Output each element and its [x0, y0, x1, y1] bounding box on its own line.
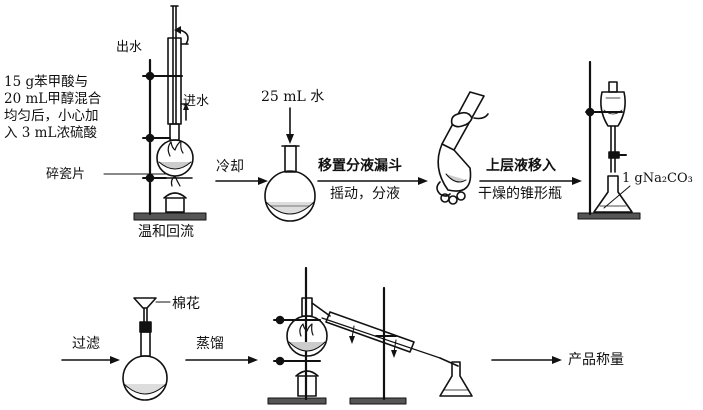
upper-layer-label: 上层液移入	[486, 158, 556, 174]
distillation-apparatus	[267, 266, 473, 405]
boiling-chips-label: 碎瓷片	[46, 167, 86, 182]
dry-flask-label: 干燥的锥形瓶	[478, 186, 562, 202]
reagent-line: 15 g苯甲酸与	[4, 74, 89, 90]
filter-label: 过滤	[72, 336, 100, 352]
reagent-line: 均匀后，小心加	[4, 108, 99, 124]
outlet-water-label: 出水	[116, 40, 143, 55]
separatory-funnel-shaking	[436, 91, 489, 205]
shake-separate-label: 摇动，分液	[330, 186, 400, 202]
add-water-label: 25 mL 水	[261, 89, 325, 105]
gentle-reflux-label: 温和回流	[138, 224, 194, 240]
reagent-instructions: 15 g苯甲酸与 20 mL甲醇混合 均匀后，小心加 入 3 mL浓硫酸	[4, 74, 101, 142]
cotton-label: 棉花	[172, 296, 200, 312]
sodium-carbonate-label: 1 gNa₂CO₃	[622, 171, 693, 186]
flow-arrows-row1	[215, 177, 582, 185]
filtration-setup	[122, 297, 171, 401]
reagent-line: 入 3 mL浓硫酸	[4, 125, 97, 141]
weigh-product-label: 产品称量	[568, 352, 624, 368]
distill-label: 蒸馏	[196, 336, 224, 352]
reagent-line: 20 mL甲醇混合	[4, 91, 102, 107]
cool-label: 冷却	[216, 159, 244, 175]
reflux-apparatus	[103, 5, 207, 221]
flow-arrows-row2	[61, 356, 562, 364]
transfer-funnel-label: 移置分液漏斗	[318, 158, 402, 174]
inlet-water-label: 进水	[183, 94, 210, 109]
round-flask-cooling	[264, 107, 316, 222]
separatory-funnel-stand	[577, 60, 641, 220]
